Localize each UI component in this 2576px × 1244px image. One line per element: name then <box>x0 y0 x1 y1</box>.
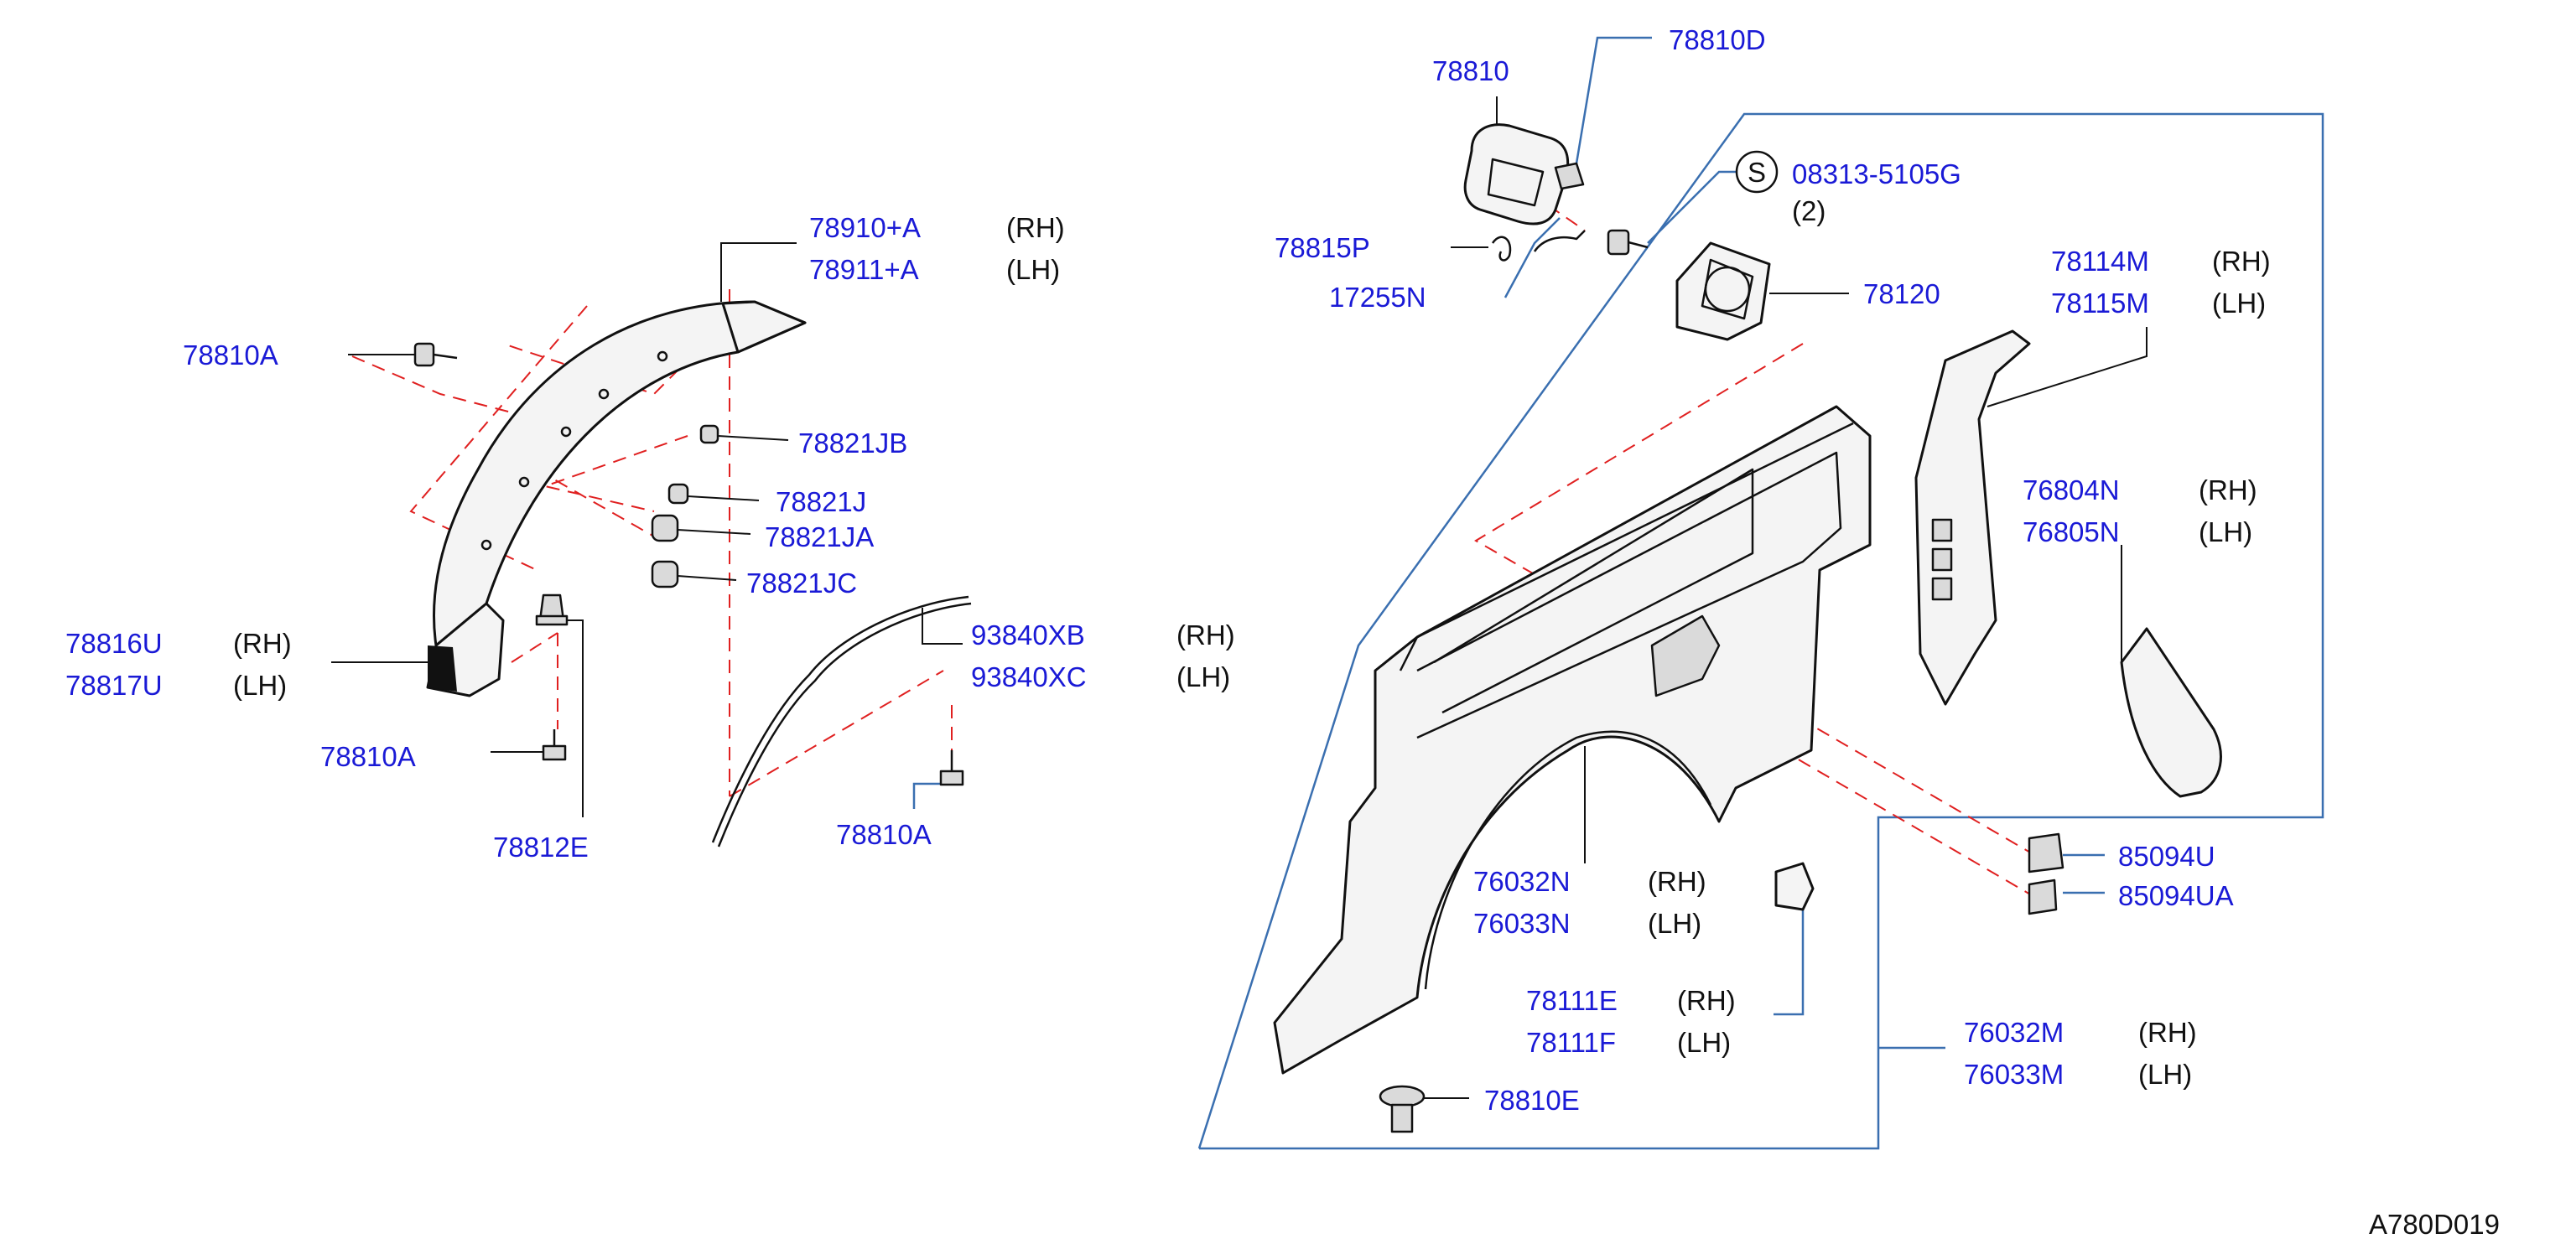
side-lh-76033M: (LH) <box>2138 1059 2192 1090</box>
label-78821JC: 78821JC <box>746 568 857 599</box>
side-finisher-76032N <box>1273 405 1872 1075</box>
label-85094UA: 85094UA <box>2118 880 2234 911</box>
pocket-76804N <box>2120 627 2222 798</box>
label-78111F: 78111F <box>1526 1027 1616 1058</box>
side-lh-78817U: (LH) <box>233 670 287 701</box>
label-78810A-2: 78810A <box>320 741 416 772</box>
leader-78810D <box>1575 36 1652 164</box>
label-78111E: 78111E <box>1526 985 1618 1016</box>
spring-17255N <box>1533 230 1586 252</box>
leader-17255N <box>1504 217 1561 298</box>
label-17255N: 17255N <box>1329 282 1426 313</box>
label-78812E: 78812E <box>493 832 589 863</box>
clip-78812E <box>535 593 569 626</box>
label-78817U: 78817U <box>65 670 163 701</box>
side-lh-78115M: (LH) <box>2212 288 2266 319</box>
label-93840XC: 93840XC <box>971 661 1087 692</box>
assembly-dash-lines <box>351 192 2043 902</box>
label-78815P: 78815P <box>1275 232 1370 263</box>
fuel-lid-78810 <box>1463 123 1570 225</box>
label-78115M: 78115M <box>2051 288 2149 319</box>
side-lh-78111F: (LH) <box>1677 1027 1731 1058</box>
label-76032N: 76032N <box>1473 866 1571 897</box>
label-78910A: 78910+A <box>809 212 921 243</box>
label-78821JB: 78821JB <box>798 428 907 459</box>
s-mark-letter: S <box>1748 157 1766 188</box>
label-78810: 78810 <box>1432 55 1509 86</box>
label-78821J: 78821J <box>776 486 866 517</box>
label-78810D: 78810D <box>1669 24 1766 55</box>
side-rh-76032N: (RH) <box>1648 866 1706 897</box>
label-78911A: 78911+A <box>809 254 919 285</box>
label-76033M: 76033M <box>1964 1059 2064 1090</box>
label-76033N: 76033N <box>1473 908 1571 939</box>
pad-85094UA <box>2028 879 2058 915</box>
wheel-arch-moulding-78910 <box>433 300 807 647</box>
leader-lines <box>331 96 2148 1099</box>
side-rh-78114M: (RH) <box>2212 246 2271 277</box>
screw-78810A-3 <box>939 750 964 786</box>
label-78821JA: 78821JA <box>765 521 874 552</box>
qty-08313: (2) <box>1792 195 1826 226</box>
label-08313: 08313-5105G <box>1792 158 1961 189</box>
screw-78810A-1 <box>413 342 458 367</box>
side-rh-78111E: (RH) <box>1677 985 1736 1016</box>
label-78816U: 78816U <box>65 628 163 659</box>
clip-78111E <box>1774 862 1815 911</box>
label-76805N: 76805N <box>2023 516 2120 547</box>
side-rh-76032M: (RH) <box>2138 1017 2197 1048</box>
pad-85094U <box>2028 832 2064 873</box>
clip-78821JC <box>651 560 679 588</box>
clip-78821JB <box>699 424 719 444</box>
filler-base-78120 <box>1675 241 1771 341</box>
screw-08313 <box>1607 229 1649 256</box>
label-78810E: 78810E <box>1484 1085 1580 1116</box>
protector-93840XB <box>711 595 972 847</box>
side-lh-93840XC: (LH) <box>1176 661 1230 692</box>
label-76032M: 76032M <box>1964 1017 2064 1048</box>
bumper-78810D <box>1554 162 1585 190</box>
label-78810A-3: 78810A <box>836 819 932 850</box>
label-78120: 78120 <box>1863 278 1940 309</box>
mud-guard-78816U <box>426 602 505 697</box>
leader-78810A-3 <box>912 782 943 809</box>
side-rh-93840XB: (RH) <box>1176 619 1235 651</box>
clip-78821J <box>667 483 689 505</box>
side-rh-78816U: (RH) <box>233 628 292 659</box>
leader-08313 <box>1647 170 1744 244</box>
clip-78821JA <box>651 514 679 542</box>
label-76804N: 76804N <box>2023 474 2120 505</box>
pillar-trim-78114M <box>1914 329 2031 706</box>
label-78810A-1: 78810A <box>183 340 278 371</box>
label-93840XB: 93840XB <box>971 619 1085 651</box>
assembly-frame-76032M <box>1197 112 2324 1150</box>
diagram-code: A780D019 <box>2369 1209 2500 1240</box>
s-mark: S <box>1735 150 1779 194</box>
clip-78810E <box>1379 1085 1426 1133</box>
leader-78111E <box>1774 910 1805 1016</box>
part-labels: 78910+A (RH) 78911+A (LH) 78810A 78821JB… <box>65 24 2500 1240</box>
side-rh-76804N: (RH) <box>2199 474 2257 505</box>
side-rh-78910A: (RH) <box>1006 212 1065 243</box>
clip-78815P <box>1491 236 1512 262</box>
screw-78810A-2 <box>542 729 567 761</box>
label-78114M: 78114M <box>2051 246 2149 277</box>
side-lh-76033N: (LH) <box>1648 908 1701 939</box>
label-85094U: 85094U <box>2118 841 2215 872</box>
side-lh-78911A: (LH) <box>1006 254 1060 285</box>
side-lh-76805N: (LH) <box>2199 516 2252 547</box>
